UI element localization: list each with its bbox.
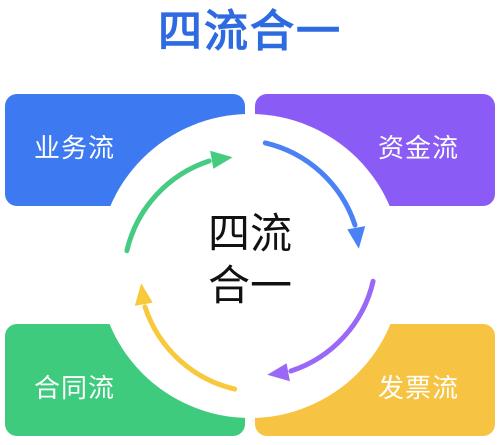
arrow-contract-to-business — [124, 158, 212, 254]
arrow-head-icon — [134, 283, 153, 306]
business-flow-label: 业务流 — [34, 134, 116, 164]
page-title: 四流合一 — [158, 6, 342, 57]
quadrant-invoice-flow — [255, 324, 495, 436]
arrow-head-icon — [347, 226, 366, 249]
arrow-head-icon — [267, 363, 290, 382]
capital-flow-label: 资金流 — [378, 134, 460, 164]
arrow-capital-to-invoice — [288, 278, 376, 374]
center-line-2: 合一 — [207, 261, 292, 310]
arrow-head-icon — [210, 150, 233, 169]
arrow-business-to-capital — [262, 140, 358, 228]
center-line-1: 四流 — [207, 209, 292, 258]
arrow-invoice-to-contract — [142, 304, 238, 392]
invoice-flow-label: 发票流 — [378, 374, 460, 404]
contract-flow-label: 合同流 — [34, 374, 116, 404]
quadrant-contract-flow — [5, 324, 245, 436]
quadrant-capital-flow — [255, 94, 495, 206]
center-text: 四流 合一 — [170, 208, 330, 318]
quadrant-business-flow — [5, 94, 245, 206]
